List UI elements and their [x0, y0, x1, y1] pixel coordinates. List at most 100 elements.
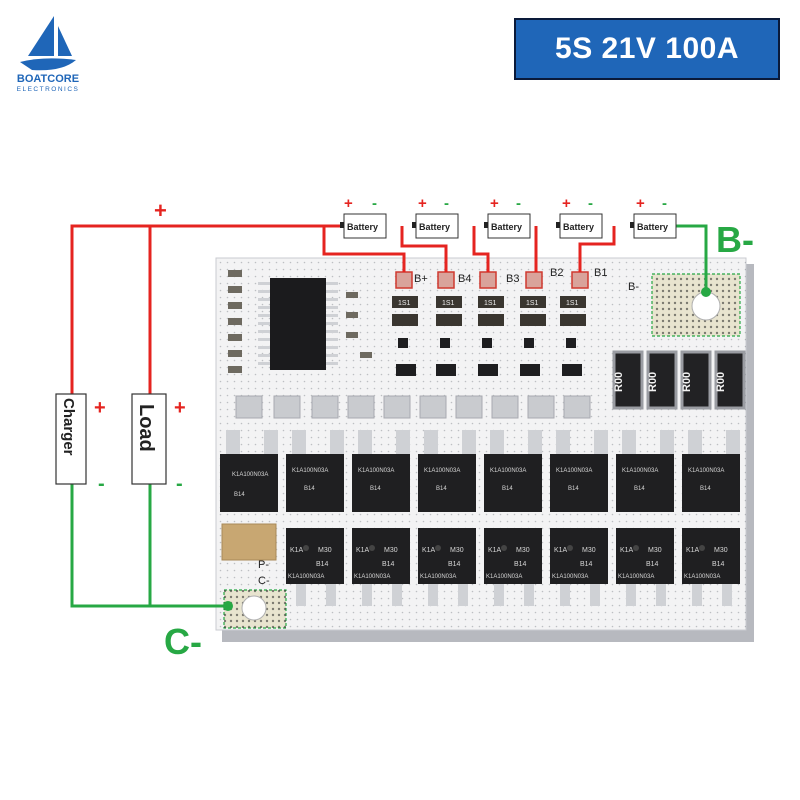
svg-text:B14: B14	[646, 561, 659, 568]
svg-text:B14: B14	[712, 561, 725, 568]
spec-label: 5S 21V 100A	[514, 18, 780, 80]
brand-name: BOATCORE	[16, 73, 80, 85]
positive-wires	[70, 224, 616, 394]
diode-code: 1S1	[484, 300, 497, 307]
pad-label-b-plus: B+	[414, 273, 428, 285]
battery-minus: -	[588, 195, 593, 212]
svg-text:K1A100N03A: K1A100N03A	[688, 468, 724, 474]
load-plus: +	[174, 397, 186, 419]
brand-logo-icon	[20, 16, 76, 71]
battery-plus: +	[636, 195, 645, 212]
charger-minus: -	[98, 473, 105, 495]
svg-text:B14: B14	[436, 486, 447, 492]
diode-code: 1S1	[526, 300, 539, 307]
diode-code: 1S1	[442, 300, 455, 307]
svg-text:K1A: K1A	[554, 547, 568, 554]
svg-text:B14: B14	[370, 486, 381, 492]
mosfet: K1A100N03A B14	[352, 430, 410, 512]
charger-plus: +	[94, 397, 106, 419]
resistor-code: R00	[647, 372, 659, 392]
pad-label-b-minus: B-	[628, 281, 639, 293]
svg-text:B14: B14	[234, 492, 245, 498]
load: Load + -	[131, 393, 186, 495]
svg-text:B14: B14	[502, 486, 513, 492]
control-ic	[270, 278, 326, 370]
svg-text:B14: B14	[448, 561, 461, 568]
svg-text:K1A100N03A: K1A100N03A	[358, 468, 394, 474]
battery-plus: +	[562, 195, 571, 212]
svg-text:K1A: K1A	[620, 547, 634, 554]
load-box	[131, 393, 167, 485]
svg-text:B14: B14	[382, 561, 395, 568]
svg-text:B14: B14	[580, 561, 593, 568]
solder-bars	[235, 395, 591, 419]
diode-code: 1S1	[566, 300, 579, 307]
svg-text:K1A100N03A: K1A100N03A	[486, 574, 522, 580]
svg-text:K1A: K1A	[422, 547, 436, 554]
svg-text:K1A100N03A: K1A100N03A	[232, 472, 268, 478]
mosfet: K1A100N03A B14	[682, 430, 740, 512]
svg-text:B14: B14	[514, 561, 527, 568]
mosfet: K1A100N03A B14	[418, 430, 476, 512]
battery-minus: -	[372, 195, 377, 212]
svg-text:K1A100N03A: K1A100N03A	[354, 574, 390, 580]
c-minus-junction	[223, 601, 233, 611]
mosfet-row-top: K1A100N03A B14 K1A100N03A B14 K1A100N03A B1…	[220, 430, 740, 512]
resistor-code: R00	[613, 372, 625, 392]
brand-tagline: ELECTRONICS	[16, 86, 80, 93]
charger-label: Charger	[60, 398, 77, 456]
svg-text:K1A: K1A	[686, 547, 700, 554]
battery-minus: -	[444, 195, 449, 212]
charger-box	[55, 393, 87, 485]
b-minus-junction	[701, 287, 711, 297]
resistor-code: R00	[715, 372, 727, 392]
battery-plus: +	[344, 195, 353, 212]
svg-text:B14: B14	[316, 561, 329, 568]
battery-label: Battery	[563, 222, 594, 232]
battery-label: Battery	[419, 222, 450, 232]
load-minus: -	[176, 473, 183, 495]
svg-text:K1A100N03A: K1A100N03A	[618, 574, 654, 580]
battery-label: Battery	[491, 222, 522, 232]
pad-label-b3: B3	[506, 273, 519, 285]
battery-cell: Battery + -	[412, 195, 459, 239]
svg-text:B14: B14	[700, 486, 711, 492]
svg-text:K1A100N03A: K1A100N03A	[424, 468, 460, 474]
p-minus-pad	[221, 523, 277, 561]
battery-cell: Battery + -	[630, 195, 677, 239]
battery-cells: Battery + - Battery + - Battery + -	[340, 195, 677, 239]
c-minus-hole	[241, 595, 267, 621]
c-minus-label: C-	[164, 621, 202, 662]
svg-text:B14: B14	[568, 486, 579, 492]
diode-columns: 1S1 1S1 1S1 1S1 1S1	[392, 296, 586, 326]
cell-pads	[395, 271, 589, 289]
svg-text:M30: M30	[516, 547, 530, 554]
diode-code: 1S1	[398, 300, 411, 307]
svg-text:M30: M30	[318, 547, 332, 554]
charger: Charger + -	[55, 393, 106, 495]
pad-label-b2: B2	[550, 267, 563, 279]
svg-text:K1A: K1A	[290, 547, 304, 554]
sense-resistors: R00 R00 R00 R00	[612, 350, 746, 410]
side-label-p-minus: P-	[258, 559, 269, 571]
battery-cell: Battery + -	[556, 195, 603, 239]
b-minus-label: B-	[716, 219, 754, 260]
battery-cell: Battery + -	[484, 195, 531, 239]
svg-text:B14: B14	[634, 486, 645, 492]
smd-components-left	[228, 270, 372, 373]
main-positive-symbol: +	[154, 198, 167, 223]
svg-text:K1A100N03A: K1A100N03A	[420, 574, 456, 580]
svg-text:K1A: K1A	[488, 547, 502, 554]
side-labels: P- C-	[258, 559, 270, 587]
